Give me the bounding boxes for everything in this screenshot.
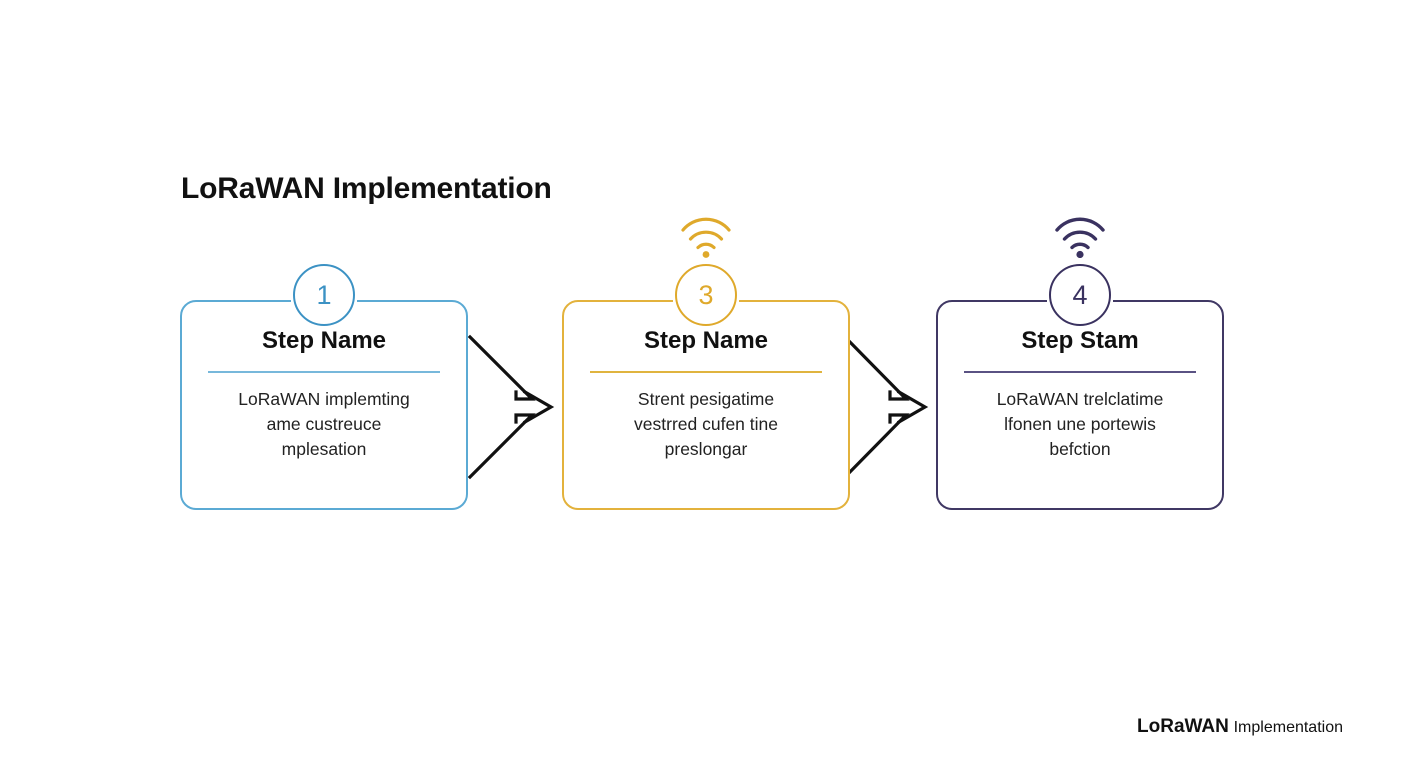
footer-brand: LoRaWAN Implementation (1137, 716, 1343, 738)
step-card-1-content: Step Name LoRaWAN implemting ame custreu… (180, 300, 468, 510)
step-card-2-content: Step Name Strent pesigatime vestrred cuf… (562, 300, 850, 510)
step-card-2-frame (562, 300, 850, 510)
step-card-2-title: Step Name (643, 327, 769, 354)
step-card-2-desc-line-1: Strent pesigatime (637, 389, 775, 410)
step-card-3-description: LoRaWAN trelclatime lfonen une portewis … (958, 387, 1202, 462)
step-card-3-desc-line-2: lfonen une portewis (1004, 414, 1156, 435)
step-card-1-desc-line-3: mplesation (281, 439, 367, 460)
footer-brand-suffix: Implementation (1233, 719, 1343, 736)
step-card-3-content: Step Stam LoRaWAN trelclatime lfonen une… (936, 300, 1224, 510)
step-card-2-desc-line-3: preslongar (664, 439, 748, 460)
step-card-3-divider (964, 371, 1196, 374)
wifi-icon (681, 217, 731, 258)
step-card-2-divider (590, 371, 822, 374)
step-card-1-frame (180, 300, 468, 510)
step-card-2[interactable]: Step Name Strent pesigatime vestrred cuf… (562, 217, 850, 510)
step-card-3-title: Step Stam (1021, 327, 1139, 354)
step-badge-2: 3 (675, 264, 737, 326)
step-card-3-desc-line-1: LoRaWAN trelclatime (996, 389, 1164, 410)
step-card-1[interactable]: Step Name LoRaWAN implemting ame custreu… (180, 264, 468, 510)
wifi-icon (1055, 217, 1105, 258)
step-card-2-description: Strent pesigatime vestrred cufen tine pr… (584, 387, 828, 462)
page-title: LoRaWAN Implementation (181, 172, 552, 205)
step-card-3[interactable]: Step Stam LoRaWAN trelclatime lfonen une… (936, 217, 1224, 510)
step-card-1-title: Step Name (261, 327, 387, 354)
step-badge-3: 4 (1049, 264, 1111, 326)
step-card-1-description: LoRaWAN implemting ame custreuce mplesat… (202, 387, 446, 462)
step-card-1-divider (208, 371, 440, 374)
step-card-2-desc-line-2: vestrred cufen tine (634, 414, 778, 435)
step-card-3-desc-line-3: befction (1049, 439, 1111, 460)
footer-brand-name: LoRaWAN (1137, 716, 1229, 737)
step-card-1-desc-line-1: LoRaWAN implemting (238, 389, 410, 410)
step-badge-1: 1 (293, 264, 355, 326)
step-card-1-desc-line-2: ame custreuce (266, 414, 382, 435)
